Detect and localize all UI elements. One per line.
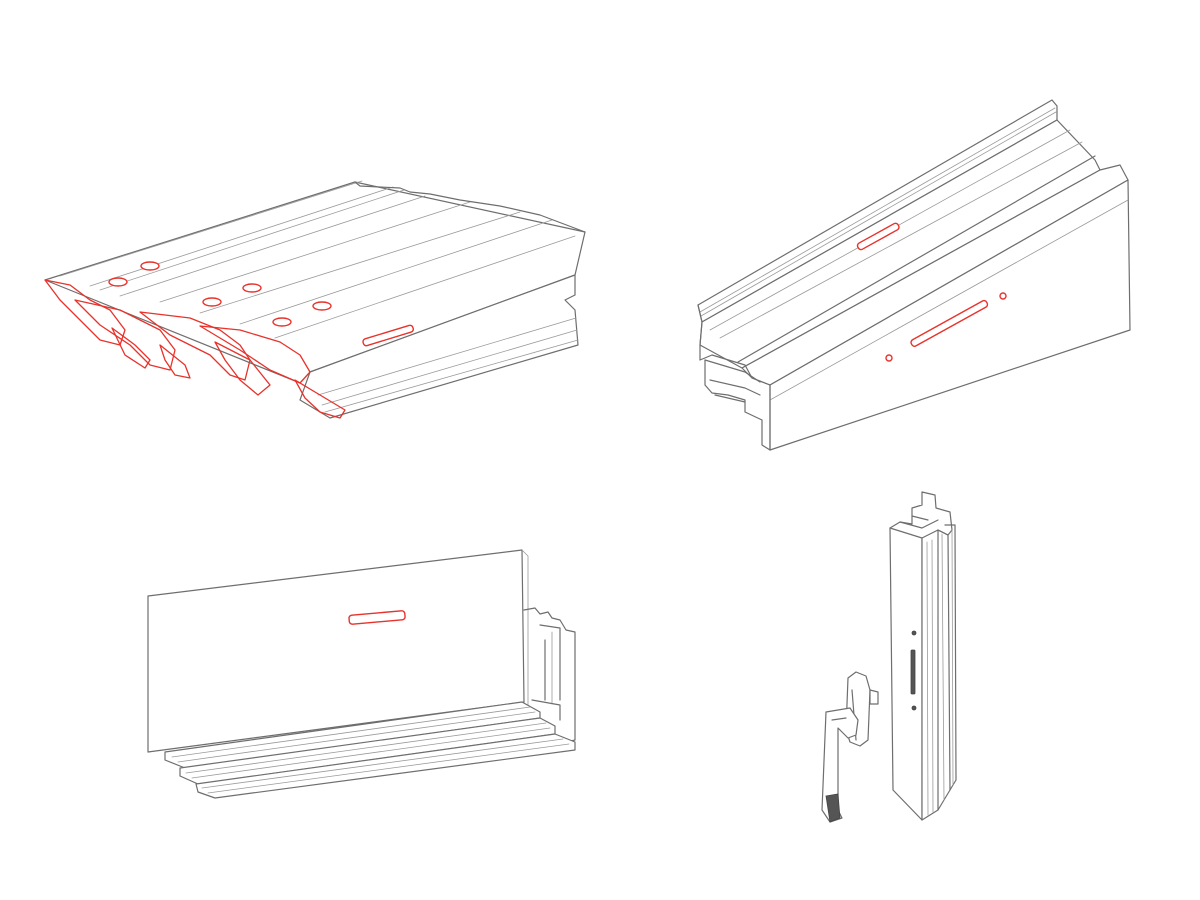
panel-with-base-rails [147,549,576,799]
stacked-rail-profiles [44,180,586,419]
single-track-profile [697,99,1131,451]
vertical-stile-with-handle [821,491,957,823]
